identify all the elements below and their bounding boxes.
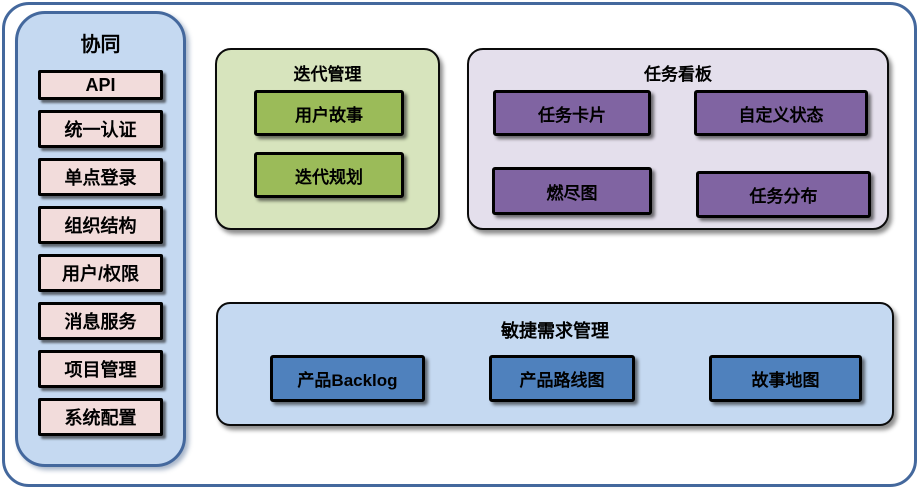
sidebar-item-unified-auth: 统一认证 [38, 110, 163, 148]
custom-status-box: 自定义状态 [694, 90, 868, 136]
iteration-management-section: 迭代管理 用户故事 迭代规划 [215, 48, 440, 230]
iteration-management-title: 迭代管理 [293, 65, 362, 84]
product-roadmap-box: 产品路线图 [489, 355, 635, 402]
sidebar-item-system-config: 系统配置 [38, 398, 163, 436]
story-map-box: 故事地图 [709, 355, 862, 402]
collaboration-sidebar: 协同 API 统一认证 单点登录 组织结构 用户/权限 消息服务 项目管理 系统… [15, 11, 186, 467]
task-board-title: 任务看板 [644, 65, 712, 84]
sidebar-item-project-management: 项目管理 [38, 350, 163, 388]
task-distribution-box: 任务分布 [696, 171, 871, 218]
collaboration-item-list: API 统一认证 单点登录 组织结构 用户/权限 消息服务 项目管理 系统配置 [38, 70, 163, 436]
user-story-box: 用户故事 [254, 90, 404, 136]
agile-requirements-section: 敏捷需求管理 产品Backlog 产品路线图 故事地图 [216, 302, 894, 426]
sidebar-item-api: API [38, 70, 163, 100]
task-card-box: 任务卡片 [493, 90, 651, 136]
collaboration-title: 协同 [80, 34, 121, 56]
agile-requirements-title: 敏捷需求管理 [501, 321, 609, 341]
sidebar-item-user-permissions: 用户/权限 [38, 254, 163, 292]
task-board-section: 任务看板 任务卡片 自定义状态 燃尽图 任务分布 [467, 48, 889, 230]
sidebar-item-message-service: 消息服务 [38, 302, 163, 340]
burndown-chart-box: 燃尽图 [492, 167, 652, 215]
sidebar-item-org-structure: 组织结构 [38, 206, 163, 244]
iteration-planning-box: 迭代规划 [254, 152, 404, 198]
product-backlog-box: 产品Backlog [270, 355, 425, 402]
sidebar-item-sso: 单点登录 [38, 158, 163, 196]
